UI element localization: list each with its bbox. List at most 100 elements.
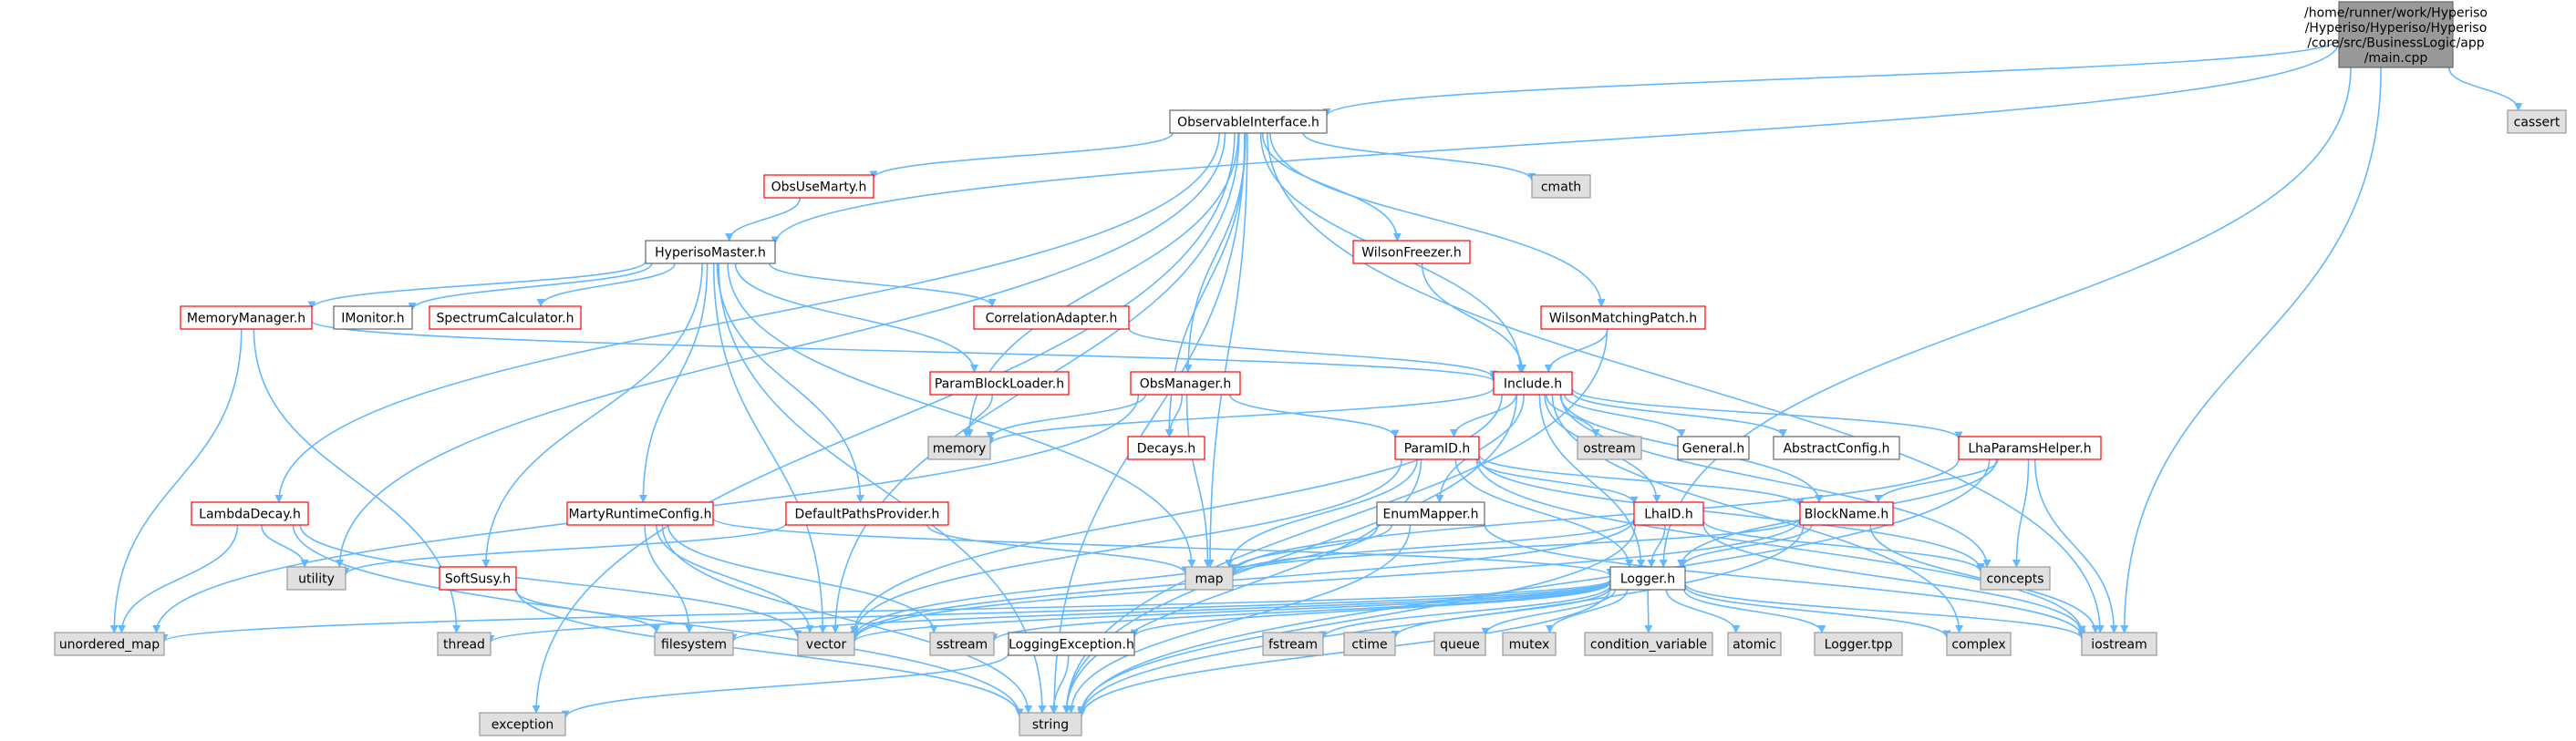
edge-observable-to-wilsonmatching bbox=[1269, 132, 1606, 307]
node-abstractconfig[interactable]: AbstractConfig.h bbox=[1773, 436, 1900, 460]
node-string: string bbox=[1019, 712, 1082, 736]
edge-logger-to-unordered_map bbox=[160, 579, 1611, 643]
node-lhaparams[interactable]: LhaParamsHelper.h bbox=[1958, 436, 2102, 460]
edge-logger-to-sstream bbox=[989, 581, 1611, 643]
node-label-ctime: ctime bbox=[1351, 638, 1387, 653]
node-martyruntime[interactable]: MartyRuntimeConfig.h bbox=[566, 501, 714, 526]
node-label-wilsonfreezer: WilsonFreezer.h bbox=[1361, 246, 1462, 261]
node-paramblockloader[interactable]: ParamBlockLoader.h bbox=[929, 371, 1070, 396]
node-box-blockname bbox=[1799, 501, 1894, 526]
edge-loggingexception-to-string bbox=[1049, 654, 1070, 714]
node-box-obsmanager bbox=[1130, 371, 1241, 396]
node-box-ostream bbox=[1577, 436, 1642, 460]
edge-hypermaster-to-vector bbox=[712, 262, 827, 633]
edge-memorymanager-to-include bbox=[311, 320, 1498, 383]
node-observable[interactable]: ObservableInterface.h bbox=[1169, 109, 1328, 134]
node-correlationadapter[interactable]: CorrelationAdapter.h bbox=[973, 305, 1130, 330]
edge-logger-to-loggingexception bbox=[1130, 581, 1611, 638]
edge-softsusy-to-string bbox=[515, 588, 1024, 717]
edge-martyruntime-to-string bbox=[661, 524, 1033, 714]
edge-hypermaster-to-correlationadapter bbox=[769, 262, 997, 307]
edge-lhaid-to-concepts bbox=[1702, 520, 1985, 573]
node-label-main: /home/runner/work/Hyperiso bbox=[2304, 5, 2488, 20]
node-box-lhaparams bbox=[1958, 436, 2102, 460]
node-obsusemarty[interactable]: ObsUseMarty.h bbox=[763, 174, 874, 199]
node-logger[interactable]: Logger.h bbox=[1609, 566, 1686, 591]
edge-paramid-to-blockname bbox=[1478, 454, 1805, 508]
edge-lhaid-to-map bbox=[1228, 518, 1635, 576]
node-box-concepts bbox=[1980, 566, 2051, 591]
node-hypermaster[interactable]: HyperisoMaster.h bbox=[645, 240, 776, 264]
node-label-paramblockloader: ParamBlockLoader.h bbox=[935, 377, 1064, 392]
node-box-defaultpaths bbox=[785, 501, 949, 526]
node-box-iostream bbox=[2081, 632, 2157, 656]
edge-logger-to-iostream bbox=[1684, 582, 2086, 640]
node-box-softsusy bbox=[439, 566, 517, 591]
node-box-queue bbox=[1433, 632, 1486, 656]
edge-include-to-general bbox=[1564, 394, 1686, 437]
edge-observable-to-string bbox=[1050, 132, 1246, 714]
edge-enummapper-to-map bbox=[1228, 524, 1393, 572]
node-box-condition_variable bbox=[1584, 632, 1713, 656]
node-box-loggingexception bbox=[1008, 632, 1135, 656]
edge-lambdadecay-to-utility bbox=[261, 524, 309, 568]
nodes-layer: /home/runner/work/Hyperiso/Hyperiso/Hype… bbox=[54, 1, 2567, 736]
node-label-cassert: cassert bbox=[2514, 116, 2560, 130]
node-memorymanager[interactable]: MemoryManager.h bbox=[180, 305, 313, 330]
edge-memorymanager-to-unordered_map bbox=[109, 328, 243, 633]
edge-logger-to-condition_variable bbox=[1644, 589, 1653, 633]
node-general[interactable]: General.h bbox=[1677, 436, 1750, 460]
node-box-main bbox=[2338, 1, 2454, 68]
edge-hypermaster-to-memorymanager bbox=[307, 261, 647, 310]
node-label-mutex: mutex bbox=[1509, 638, 1550, 653]
node-spectrumcalc[interactable]: SpectrumCalculator.h bbox=[429, 305, 582, 330]
node-lambdadecay[interactable]: LambdaDecay.h bbox=[191, 501, 309, 526]
node-box-observable bbox=[1169, 109, 1328, 134]
node-paramid[interactable]: ParamID.h bbox=[1394, 436, 1480, 460]
node-blockname[interactable]: BlockName.h bbox=[1799, 501, 1894, 526]
node-label-observable: ObservableInterface.h bbox=[1177, 116, 1319, 130]
node-label-main: /Hyperiso/Hyperiso/Hyperiso bbox=[2305, 21, 2488, 36]
edge-include-to-memory bbox=[986, 386, 1495, 446]
node-box-utility bbox=[286, 566, 347, 591]
node-box-obsusemarty bbox=[763, 174, 874, 199]
node-softsusy[interactable]: SoftSusy.h bbox=[439, 566, 517, 591]
edge-logger-to-ctime bbox=[1391, 586, 1611, 639]
node-defaultpaths[interactable]: DefaultPathsProvider.h bbox=[785, 501, 949, 526]
node-main[interactable]: /home/runner/work/Hyperiso/Hyperiso/Hype… bbox=[2304, 1, 2488, 68]
edge-loggingexception-to-exception bbox=[561, 653, 1009, 719]
node-label-filesystem: filesystem bbox=[661, 638, 727, 653]
edge-obsmanager-to-paramid bbox=[1228, 394, 1400, 438]
node-complex: complex bbox=[1946, 632, 2012, 656]
edge-wilsonmatching-to-include bbox=[1544, 328, 1609, 373]
node-include[interactable]: Include.h bbox=[1493, 371, 1573, 396]
node-cmath: cmath bbox=[1531, 174, 1591, 199]
node-label-correlationadapter: CorrelationAdapter.h bbox=[986, 312, 1118, 326]
node-label-imonitor: IMonitor.h bbox=[341, 312, 404, 326]
node-loggingexception[interactable]: LoggingException.h bbox=[1008, 632, 1135, 656]
node-label-decays: Decays.h bbox=[1137, 442, 1196, 457]
node-vector: vector bbox=[797, 632, 855, 656]
node-box-enummapper bbox=[1376, 501, 1485, 526]
node-wilsonfreezer[interactable]: WilsonFreezer.h bbox=[1352, 240, 1471, 264]
node-cassert: cassert bbox=[2507, 109, 2567, 134]
edge-lhaid-to-logger bbox=[1647, 524, 1666, 568]
node-label-loggertpp: Logger.tpp bbox=[1825, 638, 1893, 653]
edge-obsmanager-to-decays bbox=[1165, 394, 1184, 437]
node-wilsonmatching[interactable]: WilsonMatchingPatch.h bbox=[1540, 305, 1706, 330]
edge-logger-to-loggertpp bbox=[1683, 589, 1826, 633]
edge-obsusemarty-to-hypermaster bbox=[725, 197, 802, 242]
node-lhaid[interactable]: LhaID.h bbox=[1633, 501, 1704, 526]
edge-logger-to-thread bbox=[486, 580, 1611, 643]
node-condition_variable: condition_variable bbox=[1584, 632, 1713, 656]
edge-hypermaster-to-string bbox=[718, 262, 1047, 714]
node-obsmanager[interactable]: ObsManager.h bbox=[1130, 371, 1241, 396]
edge-include-to-concepts bbox=[1560, 394, 1991, 568]
node-enummapper[interactable]: EnumMapper.h bbox=[1376, 501, 1485, 526]
node-imonitor[interactable]: IMonitor.h bbox=[333, 305, 413, 330]
node-label-vector: vector bbox=[806, 638, 847, 653]
node-box-general bbox=[1677, 436, 1750, 460]
node-decays[interactable]: Decays.h bbox=[1127, 436, 1205, 460]
edge-observable-to-utility bbox=[336, 132, 1226, 568]
edge-lhaparams-to-blockname bbox=[1874, 458, 1999, 503]
